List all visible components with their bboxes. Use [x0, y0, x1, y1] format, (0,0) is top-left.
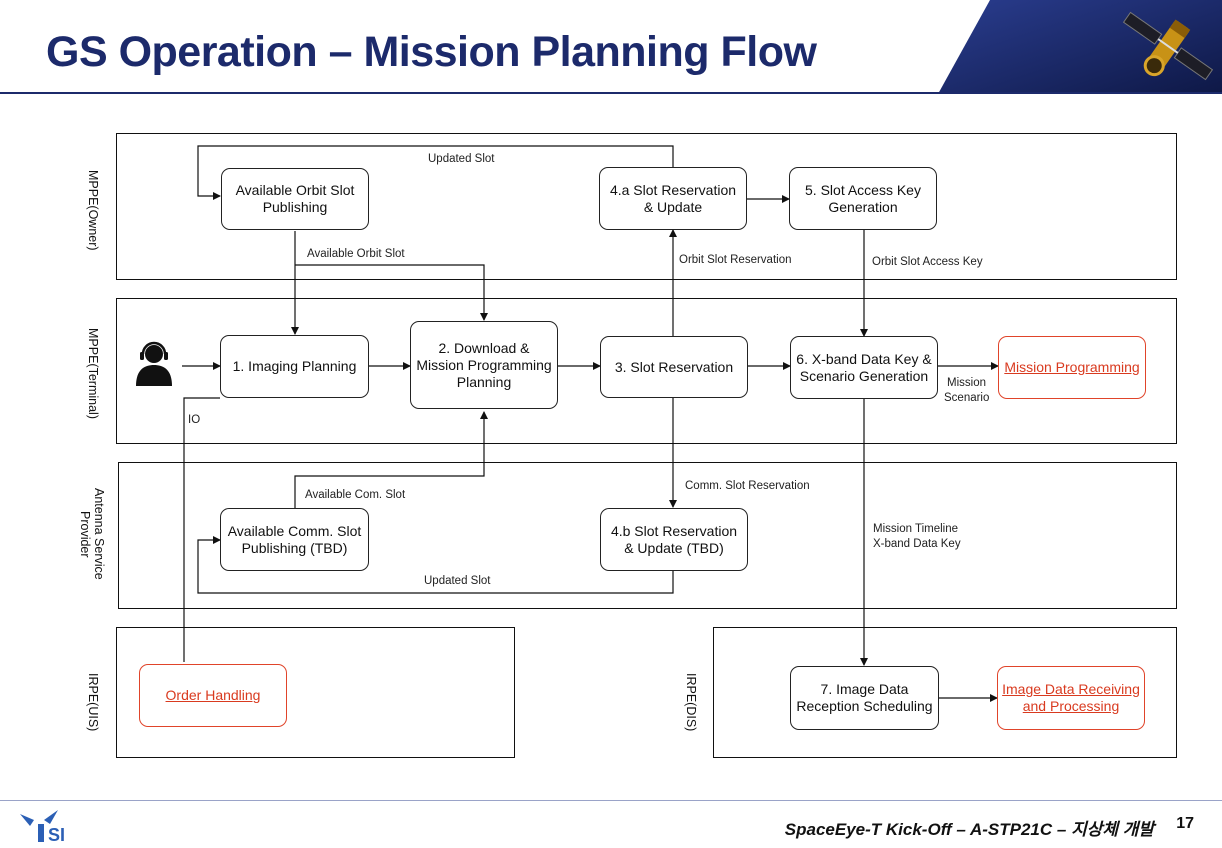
satellite-icon [1122, 11, 1214, 81]
label-comm-slot-reservation: Comm. Slot Reservation [685, 480, 810, 492]
box-available-comm-slot[interactable]: Available Comm. Slot Publishing (TBD) [220, 508, 369, 571]
footer-rule [0, 800, 1222, 801]
box-5-slot-access-key[interactable]: 5. Slot Access Key Generation [789, 167, 937, 230]
label-io: IO [188, 414, 201, 426]
arrow-availcomm-to-download [294, 411, 488, 508]
box-image-receiving[interactable]: Image Data Receiving and Processing [997, 666, 1145, 730]
arrow-available-orbit-to-download [295, 264, 488, 321]
box-3-slot-reservation[interactable]: 3. Slot Reservation [600, 336, 748, 398]
label-mission-timeline-1: Mission Timeline [873, 523, 958, 535]
si-logo-text: SI [48, 825, 65, 844]
label-updated-slot-top: Updated Slot [428, 153, 495, 165]
box-order-handling[interactable]: Order Handling [139, 664, 287, 727]
page-title: GS Operation – Mission Planning Flow [46, 28, 817, 76]
label-mission-timeline-2: X-band Data Key [873, 538, 961, 550]
arrow-updated-slot-top [197, 145, 674, 200]
box-available-orbit-slot[interactable]: Available Orbit Slot Publishing [221, 168, 369, 230]
box-1-imaging-planning[interactable]: 1. Imaging Planning [220, 335, 369, 398]
lane-label-antenna: Antenna Service Provider [78, 488, 106, 580]
arrow-updated-slot-bottom [197, 536, 674, 594]
lane-label-owner: MPPE(Owner) [86, 169, 100, 251]
box-4a-slot-reservation[interactable]: 4.a Slot Reservation & Update [599, 167, 747, 230]
label-mission-scenario-1: Mission [947, 377, 986, 389]
label-updated-slot-bottom: Updated Slot [424, 575, 491, 587]
label-available-orbit-slot: Available Orbit Slot [307, 248, 405, 260]
lane-label-irpe-uis: IRPE(UIS) [86, 672, 100, 732]
footer-text: SpaceEye-T Kick-Off – A-STP21C – 지상체 개발 [784, 820, 1154, 839]
header-rule [0, 92, 1222, 94]
label-available-com-slot: Available Com. Slot [305, 489, 406, 501]
page-number: 17 [1176, 815, 1194, 832]
box-6-xband-key[interactable]: 6. X-band Data Key & Scenario Generation [790, 336, 938, 399]
box-4b-slot-reservation[interactable]: 4.b Slot Reservation & Update (TBD) [600, 508, 748, 571]
label-mission-scenario-2: Scenario [944, 392, 990, 404]
arrow-order-to-imaging [183, 397, 220, 662]
box-2-download-mission[interactable]: 2. Download & Mission Programming Planni… [410, 321, 558, 409]
header-satellite-banner [938, 0, 1222, 94]
headset-user-icon [136, 341, 172, 386]
lane-label-terminal: MPPE(Terminal) [86, 327, 100, 419]
label-orbit-slot-access-key: Orbit Slot Access Key [872, 256, 983, 268]
label-orbit-slot-reservation: Orbit Slot Reservation [679, 254, 792, 266]
box-7-image-reception[interactable]: 7. Image Data Reception Scheduling [790, 666, 939, 730]
si-logo: SI [20, 810, 65, 844]
box-mission-programming[interactable]: Mission Programming [998, 336, 1146, 399]
lane-label-irpe-dis: IRPE(DIS) [684, 672, 698, 732]
